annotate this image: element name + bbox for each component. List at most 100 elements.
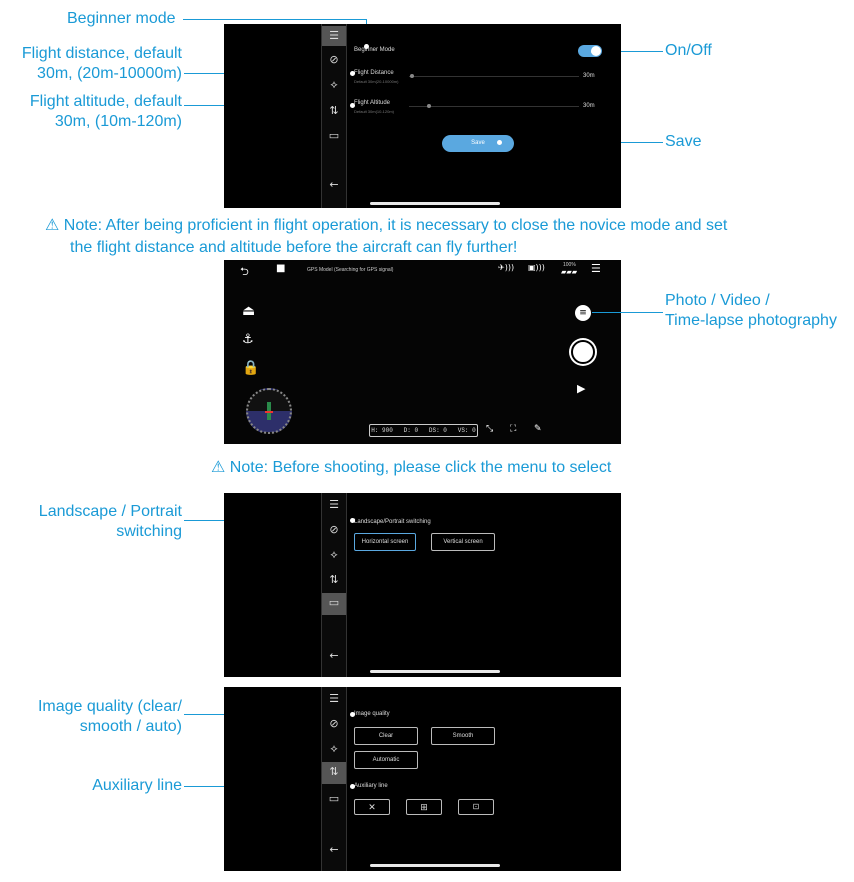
flight-altitude-hint: Default 30m(10-120m) bbox=[354, 109, 395, 114]
horizontal-screen-button[interactable]: Horizontal screen bbox=[354, 533, 416, 551]
aux-diagonal-button[interactable]: ✕ bbox=[354, 799, 390, 815]
flight-altitude-slider[interactable] bbox=[409, 106, 579, 107]
callout-line: 30m, (10m-120m) bbox=[54, 113, 182, 130]
callout-line: Image quality (clear/ bbox=[37, 698, 182, 715]
save-button[interactable]: Save bbox=[442, 135, 514, 152]
callout-beginner-mode: Beginner mode bbox=[67, 10, 176, 27]
note-line: ⚠ Note: After being proficient in flight… bbox=[45, 214, 845, 237]
edit-icon[interactable]: ✎ bbox=[534, 424, 542, 434]
grid-icon: ⊞ bbox=[420, 802, 428, 812]
drone-icon[interactable]: ⟡ bbox=[330, 742, 338, 755]
drone-icon[interactable]: ⟡ bbox=[330, 78, 338, 91]
diagonal-lines-icon: ✕ bbox=[368, 802, 376, 812]
leader-line bbox=[183, 19, 366, 20]
flight-altitude-value: 30m bbox=[583, 103, 595, 109]
callout-flight-altitude: Flight altitude, default 30m, (10m-120m) bbox=[12, 92, 182, 132]
callout-marker bbox=[350, 518, 355, 523]
cube-icon[interactable]: ■ bbox=[276, 263, 286, 274]
leader-line bbox=[592, 312, 663, 313]
callout-save: Save bbox=[665, 133, 702, 150]
battery-icon: ▰▰▰ bbox=[561, 268, 578, 276]
settings-sidebar: ☰ ⊘ ⟡ ⇅ ▭ ← bbox=[321, 493, 347, 677]
note-shooting: ⚠ Note: Before shooting, please click th… bbox=[211, 456, 811, 479]
gps-status: GPS Model (Searching for GPS signal) bbox=[307, 267, 394, 273]
automatic-button[interactable]: Automatic bbox=[354, 751, 418, 769]
callout-auxiliary-line: Auxiliary line bbox=[92, 777, 182, 794]
drone-icon[interactable]: ⟡ bbox=[330, 548, 338, 561]
sort-icon[interactable]: ⇅ bbox=[329, 573, 339, 586]
flight-distance-value: 30m bbox=[583, 73, 595, 79]
aux-grid-button[interactable]: ⊞ bbox=[406, 799, 442, 815]
callout-line: 30m, (20m-10000m) bbox=[37, 65, 182, 82]
rotate-screen-icon[interactable]: ▭ bbox=[328, 792, 340, 805]
telemetry-distance: D: 0 bbox=[403, 427, 419, 434]
sort-icon[interactable]: ⇅ bbox=[329, 104, 339, 117]
gallery-icon[interactable]: ▶ bbox=[577, 382, 586, 395]
rotate-screen-icon[interactable]: ▭ bbox=[328, 129, 340, 142]
telemetry-vs: VS: 0 bbox=[457, 427, 476, 434]
magic-wand-icon[interactable]: ⤡ bbox=[486, 424, 494, 434]
callout-line: switching bbox=[116, 523, 182, 540]
callout-marker bbox=[350, 71, 355, 76]
auxiliary-line-label: Auxiliary line bbox=[354, 783, 388, 789]
leader-line bbox=[595, 51, 663, 52]
callout-marker bbox=[364, 44, 369, 49]
battery-level: 100% bbox=[563, 262, 576, 268]
sliders-icon[interactable]: ☰ bbox=[322, 26, 346, 46]
compass-icon[interactable]: ⊘ bbox=[329, 717, 339, 730]
satellite-signal-icon: ✈))) bbox=[498, 263, 515, 272]
menu-icon[interactable]: ☰ bbox=[591, 262, 601, 275]
slider-thumb[interactable] bbox=[410, 74, 414, 78]
callout-marker bbox=[497, 140, 502, 145]
compass-icon[interactable]: ⊘ bbox=[329, 53, 339, 66]
callout-marker bbox=[350, 784, 355, 789]
vertical-screen-button[interactable]: Vertical screen bbox=[431, 533, 495, 551]
telemetry-height: H: 900 bbox=[371, 427, 393, 434]
flight-altitude-label: Flight Altitude bbox=[354, 100, 391, 106]
orientation-section-label: Landscape/Portrait switching bbox=[354, 519, 431, 525]
callout-image-quality: Image quality (clear/ smooth / auto) bbox=[12, 697, 182, 737]
note-text: Note: Before shooting, please click the … bbox=[229, 459, 612, 476]
callout-flight-distance: Flight distance, default 30m, (20m-10000… bbox=[12, 44, 182, 84]
flight-distance-slider[interactable] bbox=[409, 76, 579, 77]
shutter-button[interactable] bbox=[571, 340, 595, 364]
back-icon[interactable]: ⮌ bbox=[240, 265, 249, 278]
callout-landscape-portrait: Landscape / Portrait switching bbox=[12, 502, 182, 542]
sliders-icon[interactable]: ☰ bbox=[329, 692, 339, 705]
image-quality-label: Image quality bbox=[354, 711, 390, 717]
return-home-icon[interactable]: ⚓ bbox=[242, 332, 254, 347]
home-indicator bbox=[370, 864, 500, 867]
shoot-mode-icon[interactable]: ≡ bbox=[575, 305, 591, 321]
settings-sidebar: ☰ ⊘ ⟡ ⇅ ▭ ← bbox=[321, 24, 347, 208]
telemetry-bar: H: 900 D: 0 DS: 0 VS: 0 bbox=[369, 424, 478, 437]
frame-icon[interactable]: ⛶ bbox=[510, 424, 517, 434]
compass-icon[interactable]: ⊘ bbox=[329, 523, 339, 536]
takeoff-icon[interactable]: ⏏ bbox=[242, 303, 256, 319]
beginner-mode-toggle[interactable] bbox=[578, 45, 602, 57]
callout-marker bbox=[350, 712, 355, 717]
flight-screen: ⮌ ■ GPS Model (Searching for GPS signal)… bbox=[224, 260, 621, 444]
callout-line: Time-lapse photography bbox=[665, 312, 837, 329]
sort-icon[interactable]: ⇅ bbox=[322, 762, 346, 784]
note-line: the flight distance and altitude before … bbox=[70, 239, 518, 256]
home-indicator bbox=[370, 670, 500, 673]
callout-line: Photo / Video / bbox=[665, 292, 770, 309]
clear-button[interactable]: Clear bbox=[354, 727, 418, 745]
lock-icon[interactable]: 🔒 bbox=[242, 360, 260, 376]
smooth-button[interactable]: Smooth bbox=[431, 727, 495, 745]
attitude-indicator bbox=[246, 388, 292, 434]
back-arrow-icon[interactable]: ← bbox=[329, 843, 339, 856]
sliders-icon[interactable]: ☰ bbox=[329, 498, 339, 511]
rotate-screen-icon[interactable]: ▭ bbox=[322, 593, 346, 615]
back-arrow-icon[interactable]: ← bbox=[329, 649, 339, 662]
rc-signal-icon: ▣))) bbox=[528, 263, 545, 272]
back-arrow-icon[interactable]: ← bbox=[329, 178, 339, 191]
callout-marker bbox=[591, 49, 596, 54]
aux-center-button[interactable]: ⊡ bbox=[458, 799, 494, 815]
note-proficiency: ⚠ Note: After being proficient in flight… bbox=[45, 214, 845, 259]
callout-photo-video: Photo / Video / Time-lapse photography bbox=[665, 291, 837, 331]
slider-thumb[interactable] bbox=[427, 104, 431, 108]
warning-icon: ⚠ bbox=[45, 215, 60, 234]
callout-on-off: On/Off bbox=[665, 42, 712, 59]
settings-sidebar: ☰ ⊘ ⟡ ⇅ ▭ ← bbox=[321, 687, 347, 871]
